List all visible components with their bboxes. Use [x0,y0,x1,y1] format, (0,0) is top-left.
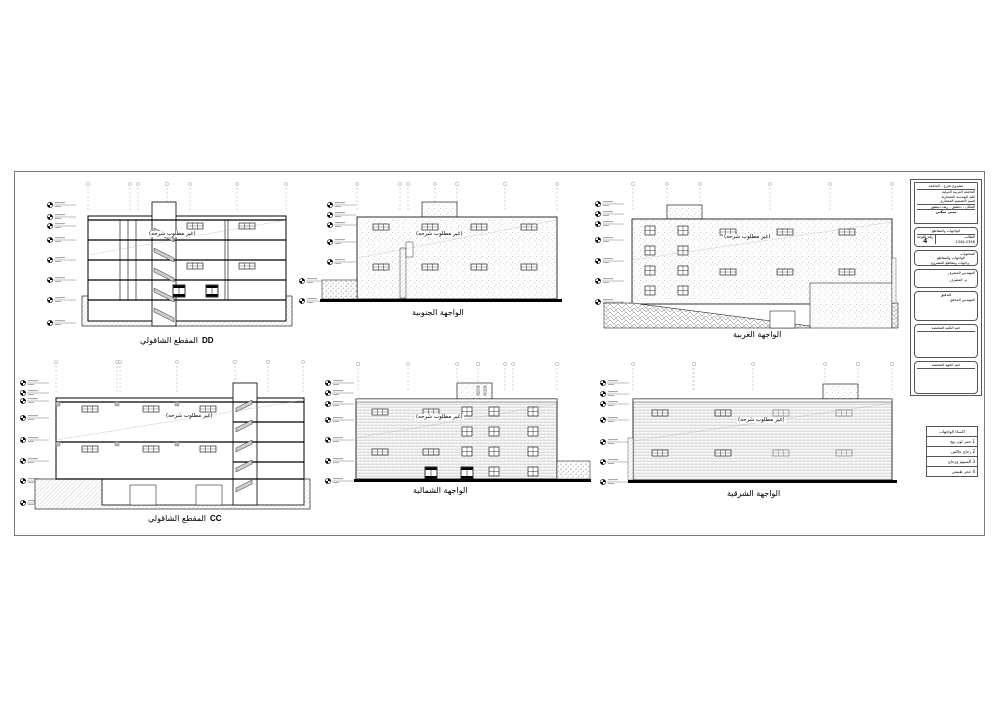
tb-supervisor-value: م. المشرف [949,278,967,283]
north-elevation-drawing: (غير مطلوب شرحه) الواجهة الشمالية [315,358,595,503]
tb-project-header: مشروع تخرج - الجامعة الجامعة العربية الد… [914,182,978,224]
tb-student-id: 2344-2346 [955,239,975,244]
watermark-text: (غير مطلوب شرحه) [415,231,464,237]
north-elevation-caption: الواجهة الشمالية [413,486,468,495]
legend-num: 1 [972,439,975,444]
legend-num: 4 [972,469,975,474]
section-dd-drawing: (غير مطلوب شرحه) المقطع الشاقولي DD [40,180,300,345]
caption-text: المقطع الشاقولي [140,336,198,345]
tb-stamp1-label: ختم الكلية المختصة [917,326,975,333]
tb-stamp2-label: ختم الجهة المختصة [917,363,975,370]
watermark-text: (غير مطلوب شرحه) [723,234,772,240]
south-elevation-graphic [298,182,562,305]
watermark-text: (غير مطلوب شرحه) [415,414,464,420]
tb-supervisor-label: المهندس المشرف [947,271,975,275]
tb-header: مشروع تخرج - الجامعة [917,184,975,191]
tb-sheet-info: الواجهات والمقاطع الطالب 2344-2346 رقم ا… [914,227,978,247]
tb-stamp-faculty: ختم الكلية المختصة [914,324,978,358]
section-code: CC [210,514,222,523]
facade-finish-legend: اكساء الواجهات 1 حجر لون بيج 2 زجاج عاكس… [926,426,978,477]
caption-text: المقطع الشاقولي [148,514,206,523]
legend-label: حجر طبيعي [951,469,972,474]
title-block: مشروع تخرج - الجامعة الجامعة العربية الد… [910,179,982,396]
west-elevation-graphic [594,182,899,329]
south-elevation-drawing: (غير مطلوب شرحه) الواجهة الجنوبية [298,180,570,325]
east-elevation-caption: الواجهة الشرقية [727,489,781,498]
tb-stamp-authority: ختم الجهة المختصة [914,361,978,394]
section-cc-drawing: (غير مطلوب شرحه) المقطع الشاقولي CC [19,358,311,528]
legend-label: زجاج عاكس [951,449,972,454]
section-cc-caption: المقطع الشاقولي CC [148,514,222,523]
tb-sheet-label: رقم اللوحة [917,235,934,240]
legend-label: ألمنيوم وزجاج [948,459,972,464]
east-elevation-graphic [599,362,897,486]
section-cc-graphic [19,360,311,510]
section-dd-graphic [46,182,293,327]
legend-item: 3 ألمنيوم وزجاج [927,457,977,467]
legend-num: 2 [972,449,975,454]
tb-project-title: مبنى سكني [917,209,975,214]
legend-item: 1 حجر لون بيج [927,437,977,447]
legend-item: 4 حجر طبيعي [927,467,977,476]
legend-label: حجر لون بيج [950,439,972,444]
tb-contents-label: المحتويات [960,252,975,256]
tb-student-label: الطالب [964,235,975,240]
tb-review-value: المهندس المدقق [949,298,975,303]
tb-header-line: الجامعة العربية الدولية [941,190,975,195]
tb-review: التدقيق المهندس المدقق [914,291,978,321]
tb-project-note: المكان : دمشق - ريف دمشق [917,203,975,209]
north-elevation-graphic [324,362,591,485]
tb-header-line: كلية الهندسة المعمارية [941,194,975,199]
watermark-text: (غير مطلوب شرحه) [165,413,214,419]
legend-item: 2 زجاج عاكس [927,447,977,457]
tb-contents: المحتويات الواجهات والمقاطع واجهات ومقاط… [914,250,978,266]
east-elevation-drawing: (غير مطلوب شرحه) الواجهة الشرقية [590,358,900,508]
south-elevation-caption: الواجهة الجنوبية [412,308,464,317]
tb-supervisor: المهندس المشرف م. المشرف [914,269,978,288]
section-dd-caption: المقطع الشاقولي DD [140,336,214,345]
tb-contents-sub: واجهات ومقاطع المشروع [931,260,969,265]
tb-sheet: رقم اللوحة 4 [917,235,937,245]
west-elevation-caption: الواجهة الغربية [733,330,782,339]
legend-num: 3 [972,459,975,464]
tb-contents-value: الواجهات والمقاطع [936,256,965,261]
section-code: DD [202,336,214,345]
tb-review-label: التدقيق [940,293,952,297]
tb-header-line: قسم التصميم المعماري [939,199,975,204]
west-elevation-drawing: (غير مطلوب شرحه) الواجهة الغربية [590,180,900,345]
legend-title: اكساء الواجهات [927,427,977,437]
tb-panel-title: الواجهات والمقاطع [917,229,975,236]
watermark-text: (غير مطلوب شرحه) [737,417,786,423]
tb-student: الطالب 2344-2346 [955,235,975,244]
watermark-text: (غير مطلوب شرحه) [148,231,197,237]
tb-sheet-number: 4 [923,237,928,245]
